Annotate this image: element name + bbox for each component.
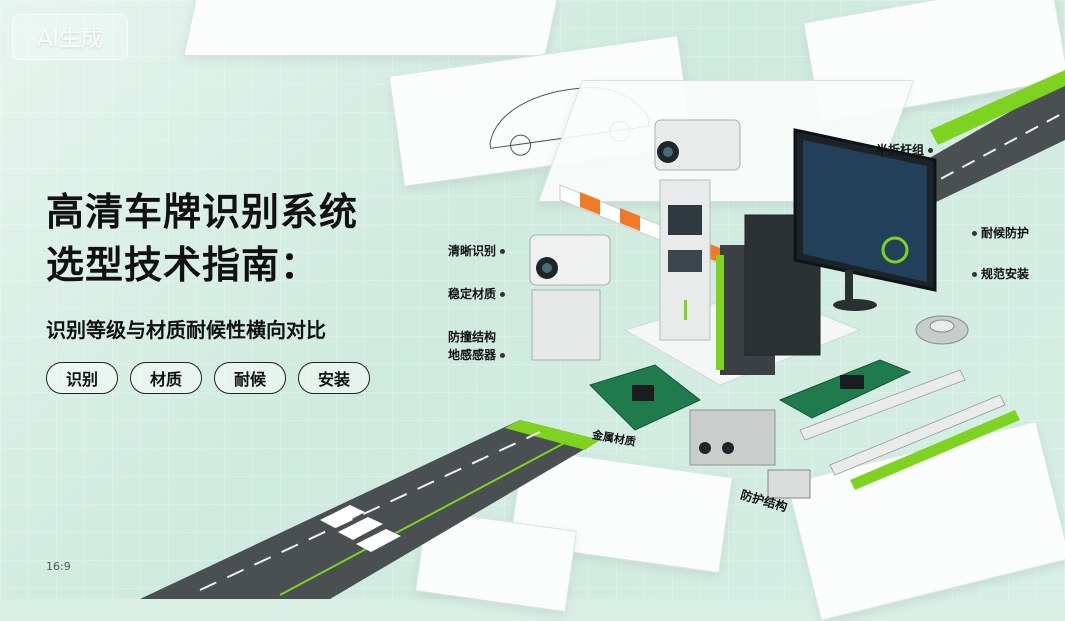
- equipment-illustration: [529, 119, 969, 499]
- monitor: [793, 128, 937, 311]
- callout-standard-install: 规范安装: [968, 265, 1029, 282]
- callout-clear-recognition: 清晰识别: [448, 242, 509, 259]
- ai-generated-badge: AI生成: [12, 14, 128, 60]
- chip-recognition[interactable]: 识别: [46, 362, 118, 394]
- callout-crash-structure: 防撞结构: [448, 330, 497, 344]
- page-subtitle: 识别等级与材质耐候性横向对比: [46, 318, 326, 342]
- chip-material[interactable]: 材质: [130, 362, 202, 394]
- callout-stable-material: 稳定材质: [448, 285, 509, 302]
- title-line-1: 高清车牌识别系统: [46, 190, 359, 234]
- chip-weather[interactable]: 耐候: [214, 362, 286, 394]
- title-line-2: 选型技术指南：: [46, 243, 320, 287]
- callout-ground-sensor: 地感感器: [448, 346, 509, 363]
- page-title: 高清车牌识别系统 选型技术指南：: [46, 186, 358, 292]
- callout-weather-protection: 耐候防护: [968, 224, 1029, 241]
- aspect-ratio-label: 16:9: [46, 560, 71, 573]
- topic-chip-group: 识别 材质 耐候 安装: [46, 362, 370, 394]
- chip-install[interactable]: 安装: [298, 362, 370, 394]
- callout-folding-arm: 半折杆组: [876, 141, 937, 158]
- road-graphic: [140, 70, 1065, 599]
